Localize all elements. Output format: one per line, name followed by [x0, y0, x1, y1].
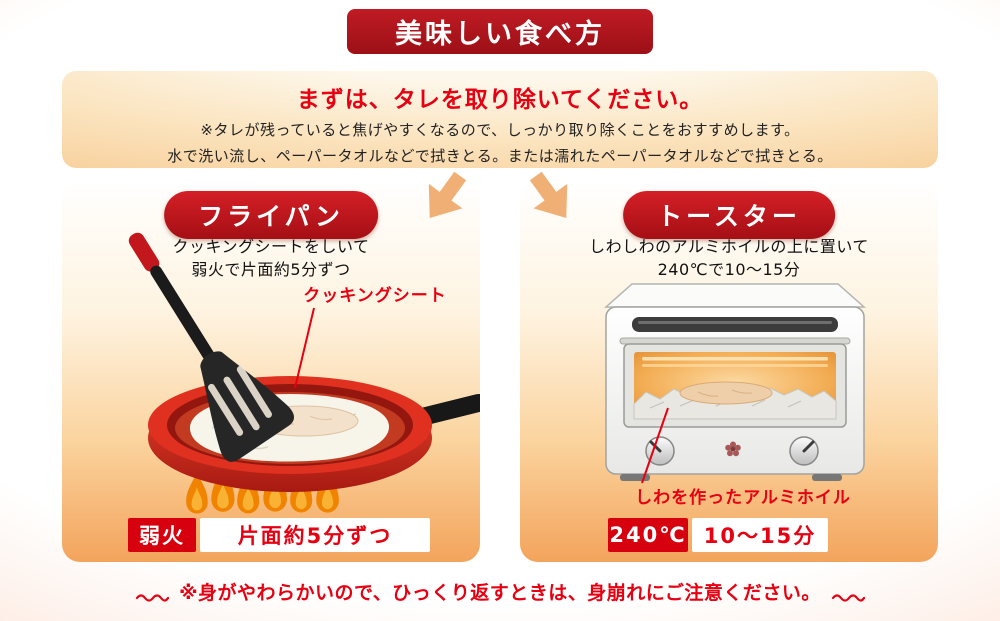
fish-fillet [679, 381, 773, 405]
wavy-line-left-icon [135, 593, 170, 602]
frypan-panel: フライパン クッキングシートをしいて 弱火で片面約5分ずつ クッキングシート 弱… [62, 180, 480, 562]
page-title: 美味しい食べ方 [347, 9, 653, 54]
frypan-description: クッキングシートをしいて 弱火で片面約5分ずつ [62, 235, 480, 281]
cooking-sheet-callout-line [294, 307, 315, 389]
frypan-description-line-1: クッキングシートをしいて [172, 237, 370, 256]
cooking-sheet-callout: クッキングシート [303, 286, 447, 306]
notice-line-2: 水で洗い流し、ペーパータオルなどで拭きとる。または濡れたペーパータオルなどで拭き… [167, 147, 833, 165]
toaster-foot-right [812, 474, 842, 481]
frypan-heat-badge: 弱火 [128, 518, 196, 552]
arrow-down-right-icon [529, 171, 568, 219]
footer-note: ※身がやわらかいので、ひっくり返すときは、身崩れにご注意ください。 [0, 578, 1000, 605]
toaster-top [604, 283, 866, 308]
notice-heading: まずは、タレを取り除いてください。 [296, 87, 704, 113]
spatula-icon [128, 232, 295, 462]
frying-pan-icon [148, 376, 432, 492]
toaster-description-line-1: しわしわのアルミホイルの上に置いて [589, 237, 869, 256]
toaster-illustration [604, 283, 866, 484]
foil-callout-line [641, 407, 669, 484]
toaster-door-bar [619, 337, 851, 345]
frypan-time-badge: 片面約5分ずつ [200, 518, 430, 552]
toaster-emblem [725, 441, 741, 457]
toaster-temperature-badge: 240℃ [608, 518, 688, 552]
frypan-title-pill: フライパン [164, 191, 378, 239]
frypan-illustration [128, 232, 480, 514]
toaster-panel: トースター しわしわのアルミホイルの上に置いて 240℃で10〜15分 しわを作… [520, 180, 938, 562]
toaster-vent [632, 317, 838, 332]
toaster-description: しわしわのアルミホイルの上に置いて 240℃で10〜15分 [520, 235, 938, 281]
toaster-description-line-2: 240℃で10〜15分 [657, 260, 801, 279]
arrow-down-left-icon [428, 171, 467, 219]
notice-line-1: ※タレが残っていると焦げやすくなるので、しっかり取り除くことをおすすめします。 [200, 121, 800, 139]
footer-note-text: ※身がやわらかいので、ひっくり返すときは、身崩れにご注意ください。 [179, 582, 821, 604]
frypan-description-line-2: 弱火で片面約5分ずつ [191, 260, 351, 279]
notice-box: まずは、タレを取り除いてください。 ※タレが残っていると焦げやすくなるので、しっ… [62, 71, 938, 168]
foil-callout: しわを作ったアルミホイル [635, 488, 851, 508]
toaster-title-pill: トースター [623, 191, 835, 239]
toaster-time-badge: 10〜15分 [692, 518, 828, 552]
wavy-line-right-icon [831, 593, 865, 602]
